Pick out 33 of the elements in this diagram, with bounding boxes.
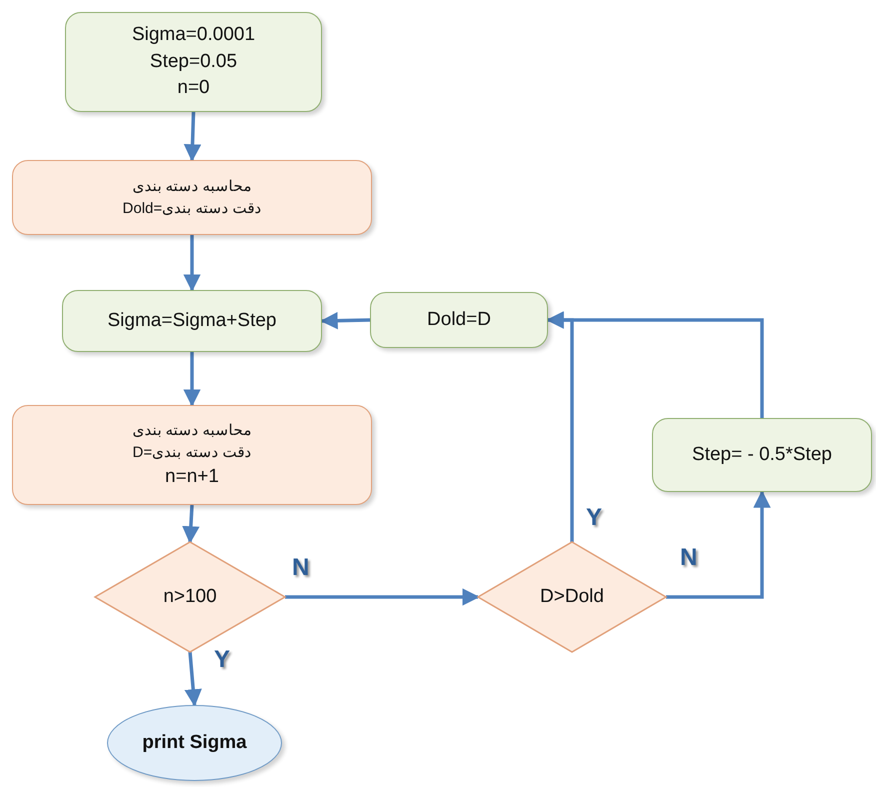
- node-text: print Sigma: [142, 732, 247, 754]
- node-text: محاسبه دسته بندی: [132, 178, 252, 196]
- node-text: Step= - 0.5*Step: [692, 444, 832, 466]
- arrow: [184, 112, 202, 162]
- arrow: [183, 235, 201, 292]
- node-text: n=n+1: [165, 466, 219, 488]
- node-text: Step=0.05: [150, 50, 238, 74]
- edge-label: N: [292, 556, 310, 580]
- process-box: [12, 160, 372, 235]
- node-text: Dold=دقت دسته بندی: [122, 200, 262, 218]
- arrow: [666, 490, 771, 599]
- arrow: [285, 588, 480, 606]
- node-text: n=0: [177, 77, 210, 100]
- edge-label: Y: [214, 648, 230, 672]
- arrow: [546, 311, 764, 418]
- arrow: [320, 312, 370, 330]
- process-box: [12, 405, 372, 505]
- node-text: Sigma=0.0001: [132, 24, 256, 47]
- node-text: D>Dold: [540, 586, 604, 608]
- node-text: محاسبه دسته بندی: [132, 422, 252, 440]
- node-text: Sigma=Sigma+Step: [108, 310, 276, 332]
- process-box: [62, 290, 322, 352]
- arrow: [184, 652, 202, 707]
- arrow: [182, 504, 200, 544]
- node-text: n>100: [163, 586, 217, 608]
- process-box: [652, 418, 872, 492]
- process-box: [370, 292, 548, 348]
- arrow: [183, 352, 201, 407]
- edge-label: N: [680, 546, 698, 570]
- edge-label: Y: [586, 506, 602, 530]
- node-text: Dold=D: [427, 308, 491, 332]
- process-box: [65, 12, 322, 112]
- node-text: D=دقت دسته بندی: [132, 444, 252, 462]
